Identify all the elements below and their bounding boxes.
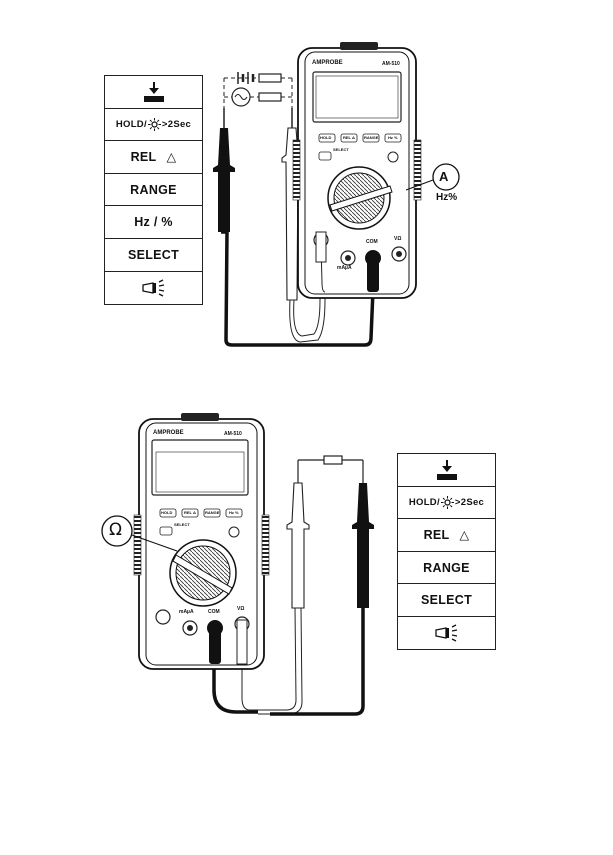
bottom-black-probe [270, 483, 374, 714]
bottom-panel-rel-label: REL [424, 528, 450, 542]
top-panel-hold-cell: HOLD/ >2Sec [105, 109, 202, 142]
bottom-key-hz: Hz % [229, 510, 239, 515]
bottom-panel-hold-label: HOLD/ [409, 497, 440, 508]
flashlight-icon [139, 279, 169, 297]
bottom-jack-ma: mAµA [179, 609, 194, 615]
top-key-rel: REL Δ [343, 135, 355, 140]
bottom-multimeter [134, 413, 269, 669]
bottom-panel-range-cell: RANGE [398, 552, 495, 585]
bottom-panel-select-cell: SELECT [398, 584, 495, 617]
top-figure [213, 42, 459, 345]
bottom-panel-auto-power-cell [398, 454, 495, 487]
top-panel-hold-suffix: >2Sec [162, 119, 191, 130]
bottom-panel-range-label: RANGE [423, 561, 470, 575]
bottom-meter-brand: AMPROBE [153, 430, 184, 436]
bottom-panel-rel-cell: REL △ [398, 519, 495, 552]
top-jack-vohm: VΩ [394, 236, 401, 242]
top-callout-hz-label: Hz% [436, 192, 457, 203]
bottom-figure [102, 413, 374, 714]
bottom-jack-vohm: VΩ [237, 606, 244, 612]
top-panel-rel-cell: REL △ [105, 141, 202, 174]
top-key-hz: Hz % [388, 135, 398, 140]
top-panel-hz-label: Hz / % [134, 215, 173, 229]
bottom-callout-ohm-label: Ω [109, 520, 122, 540]
top-panel-hz-cell: Hz / % [105, 206, 202, 239]
bottom-select-label: SELECT [174, 522, 190, 527]
top-meter-brand: AMPROBE [312, 60, 343, 66]
bottom-jack-com: COM [208, 609, 220, 615]
top-key-hold: HOLD [320, 135, 331, 140]
top-select-label: SELECT [333, 147, 349, 152]
bottom-meter-model: AM-510 [224, 431, 242, 437]
auto-power-icon [432, 459, 462, 481]
top-panel-hold-label: HOLD/ [116, 119, 147, 130]
top-panel-range-label: RANGE [130, 183, 177, 197]
bottom-panel-rel-symbol: △ [459, 527, 469, 542]
top-jack-ma: mAµA [337, 265, 352, 271]
top-panel-auto-power-cell [105, 76, 202, 109]
flashlight-icon [432, 624, 462, 642]
bottom-key-rel: REL Δ [184, 510, 196, 515]
top-panel-select-label: SELECT [128, 248, 179, 262]
top-panel-flashlight-cell [105, 272, 202, 305]
bottom-key-hold: HOLD [161, 510, 172, 515]
backlight-sun-icon [441, 496, 454, 509]
top-multimeter [293, 42, 421, 298]
bottom-panel-hold-suffix: >2Sec [455, 497, 484, 508]
top-panel-rel-symbol: △ [166, 149, 176, 164]
bottom-panel-hold-cell: HOLD/ >2Sec [398, 487, 495, 520]
top-jack-com: COM [366, 239, 378, 245]
top-dc-source-symbol [224, 72, 292, 84]
top-key-range: RANGE [364, 135, 378, 140]
backlight-sun-icon [148, 118, 161, 131]
bottom-panel-select-label: SELECT [421, 593, 472, 607]
top-callout-a-label: A [439, 169, 448, 184]
top-panel-rel-label: REL [131, 150, 157, 164]
bottom-key-range: RANGE [205, 510, 219, 515]
bottom-panel-flashlight-cell [398, 617, 495, 650]
top-meter-model: AM-510 [382, 61, 400, 67]
bottom-button-panel: HOLD/ >2Sec REL △ RANGE SELECT [397, 453, 496, 650]
auto-power-icon [139, 81, 169, 103]
top-panel-range-cell: RANGE [105, 174, 202, 207]
top-ac-source-symbol [224, 88, 292, 106]
top-panel-select-cell: SELECT [105, 239, 202, 272]
bottom-resistor-symbol [298, 456, 363, 483]
top-button-panel: HOLD/ >2Sec REL △ RANGE Hz / % SELECT [104, 75, 203, 305]
